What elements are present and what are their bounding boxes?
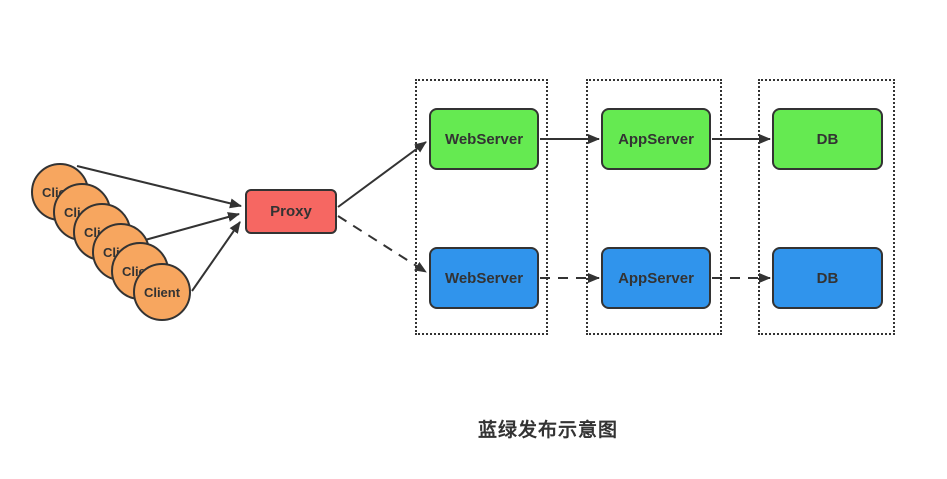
client-node-label: Client — [143, 284, 181, 300]
arrow-client4-to-proxy — [144, 212, 240, 241]
proxy-node-label: Proxy — [270, 203, 312, 220]
green-webserver-node: WebServer — [429, 108, 539, 170]
arrow-client1-to-proxy — [76, 165, 242, 209]
proxy-node: Proxy — [245, 189, 337, 234]
arrow-proxy-to-green-webserver — [337, 141, 427, 208]
green-db-label: DB — [816, 130, 839, 148]
green-appserver-label: AppServer — [618, 130, 694, 148]
arrow-client6-to-proxy — [191, 221, 241, 292]
blue-appserver-label: AppServer — [618, 269, 694, 287]
blue-webserver-label: WebServer — [444, 269, 524, 287]
tier-group-db — [758, 79, 895, 335]
tier-group-appserver — [586, 79, 722, 335]
blue-db-label: DB — [816, 269, 839, 287]
client-node-6: Client — [133, 263, 191, 321]
arrow-proxy-to-blue-webserver — [337, 215, 427, 273]
green-appserver-node: AppServer — [601, 108, 711, 170]
green-db-node: DB — [772, 108, 883, 170]
blue-db-node: DB — [772, 247, 883, 309]
diagram-title: 蓝绿发布示意图 — [477, 420, 618, 441]
blue-appserver-node: AppServer — [601, 247, 711, 309]
tier-group-webserver — [415, 79, 548, 335]
green-webserver-label: WebServer — [444, 130, 524, 148]
blue-webserver-node: WebServer — [429, 247, 539, 309]
